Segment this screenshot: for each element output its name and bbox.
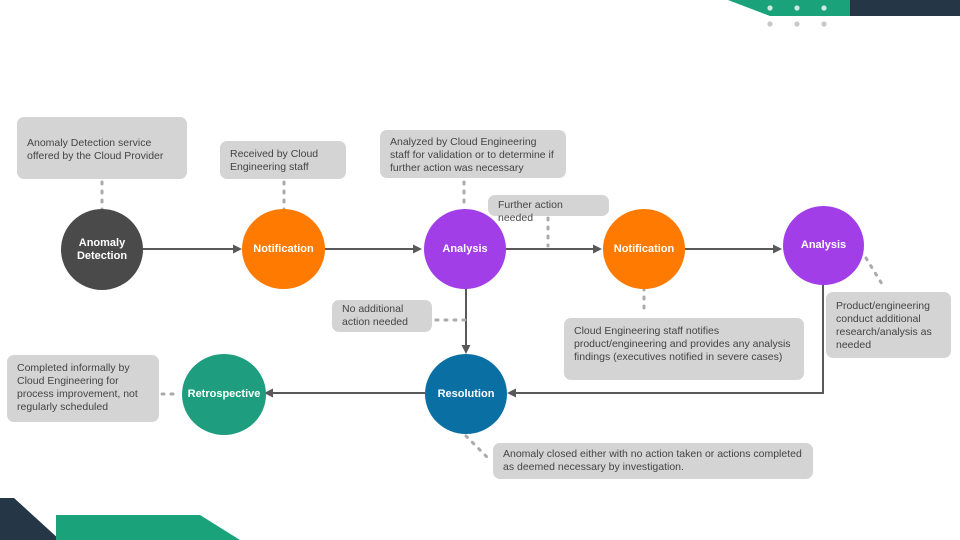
note-resolution: Anomaly closed either with no action tak… [493,443,813,479]
node-resolution-label: Resolution [437,387,495,400]
arrow-analysis-2-to-resolution [507,284,824,398]
note-anomaly-detection: Anomaly Detection service offered by the… [17,117,187,179]
note-analysis: Analyzed by Cloud Engineering staff for … [380,130,566,178]
node-analysis-label: Analysis [442,242,488,255]
dot [821,5,827,11]
bottom-left-navy-band [0,498,60,540]
note-no-action: No additional action needed [332,300,432,332]
node-anomaly-detection-label: Anomaly Detection [76,236,128,262]
node-notification: Notification [242,209,325,289]
dot [794,21,800,27]
node-notification-2-label: Notification [613,242,675,255]
note-analysis-2: Product/engineering conduct additional r… [826,292,951,358]
node-analysis: Analysis [424,209,506,289]
top-right-navy-band [850,0,960,16]
note-further-action: Further action needed [488,195,609,224]
node-retrospective: Retrospective [182,354,266,435]
node-notification-2: Notification [603,209,685,289]
leader-resolution [464,434,492,462]
bottom-left-teal-band [56,515,240,540]
node-analysis-2-label: Analysis [800,239,847,251]
note-retrospective: Completed informally by Cloud Engineerin… [7,355,159,422]
leader-analysis-2 [864,256,884,286]
note-notification-2: Cloud Engineering staff notifies product… [564,318,804,380]
top-right-teal-band [728,0,850,16]
node-retrospective-label: Retrospective [187,388,261,400]
node-anomaly-detection: Anomaly Detection [61,209,143,290]
dot [767,21,773,27]
dot [794,5,800,11]
node-analysis-2: Analysis [783,206,864,285]
dot [821,21,827,27]
node-notification-label: Notification [253,242,314,255]
node-resolution: Resolution [425,354,507,434]
dot [767,5,773,11]
note-notification: Received by Cloud Engineering staff [220,141,346,179]
